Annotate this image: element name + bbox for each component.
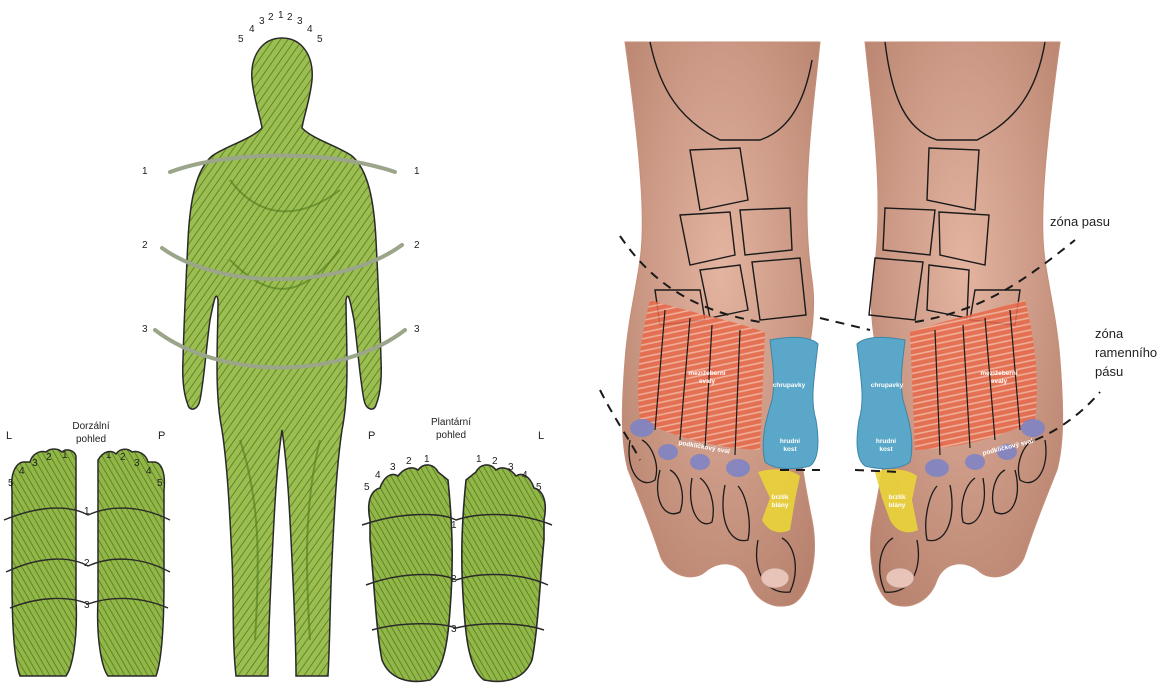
dorsal-toe-number: 2 bbox=[120, 452, 126, 463]
dorsal-toe-number: 5 bbox=[157, 478, 163, 489]
body-zone-label: 2 bbox=[414, 240, 420, 251]
plantar-toe-number: 5 bbox=[536, 482, 542, 493]
plantar-toe-number: 2 bbox=[492, 456, 498, 467]
dorsal-toe-number: 5 bbox=[8, 478, 14, 489]
dorsal-view-title: Dorzální pohled bbox=[56, 420, 126, 446]
zone-waist-label: zóna pasu bbox=[1050, 212, 1110, 231]
annotation-thymus-left: brzlík blány bbox=[762, 494, 798, 510]
plantar-zone-label: 3 bbox=[451, 624, 457, 635]
dorsal-right-letter: P bbox=[158, 430, 165, 442]
plantar-toe-number: 1 bbox=[424, 454, 430, 465]
annotation-cartilage-right: chrupavky bbox=[862, 382, 912, 390]
head-number: 5 bbox=[317, 34, 323, 45]
plantar-foot-left bbox=[369, 465, 452, 681]
head-number: 4 bbox=[307, 24, 313, 35]
head-number: 3 bbox=[297, 16, 303, 27]
plantar-foot-right bbox=[462, 465, 545, 681]
annotation-sternum-left: hrudní kost bbox=[770, 438, 810, 454]
dorsal-left-letter: L bbox=[6, 430, 12, 442]
dorsal-foot-left bbox=[12, 449, 77, 676]
zone-shoulder-label: zóna ramenního pásu bbox=[1095, 324, 1157, 381]
dorsal-zone-label: 1 bbox=[84, 506, 90, 517]
annotation-cartilage-left: chrupavky bbox=[764, 382, 814, 390]
dorsal-zone-label: 3 bbox=[84, 600, 90, 611]
annotation-muscles-left: mezižeberní svaly bbox=[672, 370, 742, 386]
plantar-toe-number: 2 bbox=[406, 456, 412, 467]
dorsal-foot-right bbox=[98, 449, 165, 676]
plantar-toe-number: 4 bbox=[375, 470, 381, 481]
head-number: 1 bbox=[278, 10, 284, 21]
waist-mid bbox=[820, 318, 870, 330]
dorsal-toe-number: 1 bbox=[106, 450, 112, 461]
body-zone-label: 2 bbox=[142, 240, 148, 251]
body-zone-label: 1 bbox=[142, 166, 148, 177]
annotation-thymus-right: brzlík blány bbox=[879, 494, 915, 510]
plantar-toe-number: 5 bbox=[364, 482, 370, 493]
body-zone-label: 1 bbox=[414, 166, 420, 177]
feet-photo bbox=[600, 42, 1100, 606]
plantar-toe-number: 1 bbox=[476, 454, 482, 465]
plantar-feet bbox=[362, 465, 552, 681]
plantar-toe-number: 3 bbox=[390, 462, 396, 473]
dorsal-toe-number: 3 bbox=[32, 458, 38, 469]
body-zone-label: 3 bbox=[142, 324, 148, 335]
plantar-left-letter: P bbox=[368, 430, 375, 442]
plantar-toe-number: 4 bbox=[522, 470, 528, 481]
head-number: 4 bbox=[249, 24, 255, 35]
plantar-zone-label: 2 bbox=[451, 574, 457, 585]
plantar-zone-label: 1 bbox=[451, 520, 457, 531]
head-number: 2 bbox=[268, 12, 274, 23]
plantar-view-title: Plantární pohled bbox=[416, 416, 486, 442]
head-number: 3 bbox=[259, 16, 265, 27]
plantar-right-letter: L bbox=[538, 430, 544, 442]
dorsal-toe-number: 3 bbox=[134, 458, 140, 469]
head-number: 5 bbox=[238, 34, 244, 45]
head-number: 2 bbox=[287, 12, 293, 23]
dorsal-toe-number: 4 bbox=[19, 466, 25, 477]
dorsal-toe-number: 2 bbox=[46, 452, 52, 463]
annotation-sternum-right: hrudní kost bbox=[866, 438, 906, 454]
body-zone-label: 3 bbox=[414, 324, 420, 335]
dorsal-zone-label: 2 bbox=[84, 558, 90, 569]
dorsal-toe-number: 4 bbox=[146, 466, 152, 477]
annotation-muscles-right: mezižeberní svaly bbox=[964, 370, 1034, 386]
dorsal-toe-number: 1 bbox=[62, 450, 68, 461]
plantar-toe-number: 3 bbox=[508, 462, 514, 473]
